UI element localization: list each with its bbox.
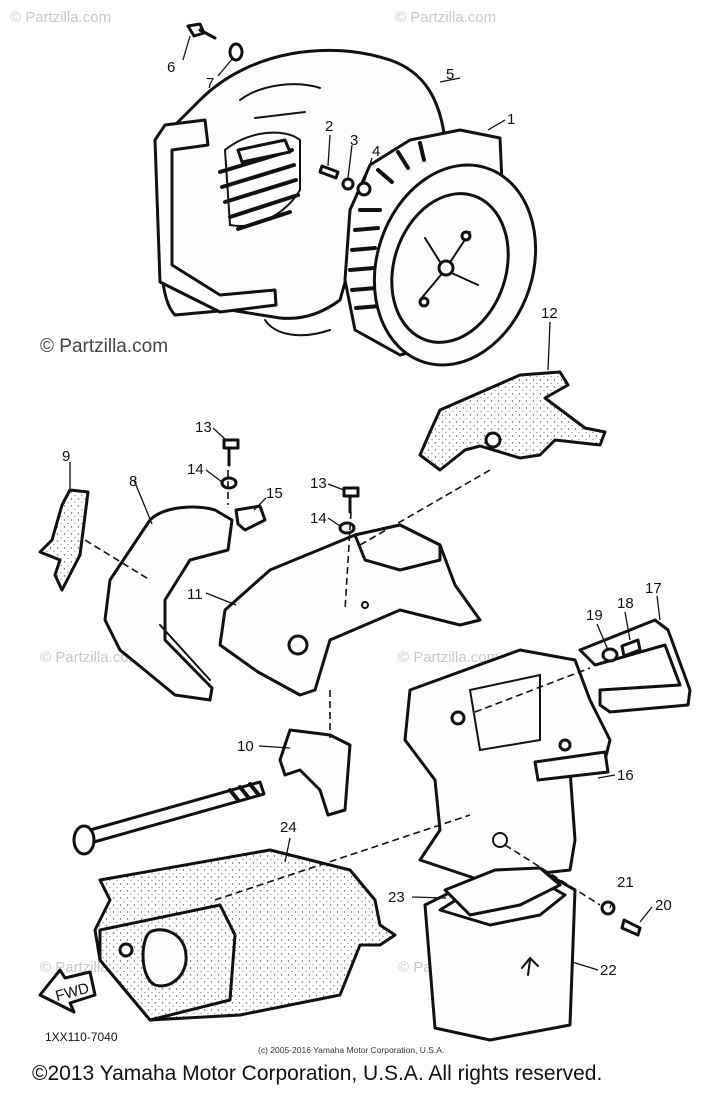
drawing-code: 1XX110-7040: [45, 1030, 118, 1044]
callout-11: 11: [187, 586, 203, 603]
assembly-leaders: [84, 469, 601, 906]
part-10-bracket: [278, 728, 352, 817]
callout-17: 17: [645, 580, 662, 597]
part-8-side-cover: [103, 505, 234, 702]
callout-15: 15: [266, 485, 283, 502]
part-16-cylinder-shroud: [403, 648, 612, 882]
watermark-top-right: © Partzilla.com: [395, 9, 496, 26]
callout-1: 1: [507, 111, 515, 128]
callout-23: 23: [388, 889, 405, 906]
callout-21: 21: [617, 874, 634, 891]
part-9-cover: [38, 488, 90, 592]
part-1-flywheel-fan: [343, 128, 538, 367]
callout-13-second: 13: [310, 475, 327, 492]
callout-18: 18: [617, 595, 634, 612]
callout-lines: [69, 35, 661, 971]
callout-7: 7: [206, 75, 214, 92]
watermark-mid-left: © Partzilla.com: [40, 649, 141, 666]
callout-6: 6: [167, 59, 175, 76]
callout-16: 16: [617, 767, 634, 784]
part-12-plate: [418, 370, 607, 472]
callout-22: 22: [600, 962, 617, 979]
long-bolt: [72, 780, 266, 856]
callout-13: 13: [195, 419, 212, 436]
callout-14: 14: [187, 461, 204, 478]
watermark-mid-right: © Partzilla.com: [398, 649, 499, 666]
callout-10: 10: [237, 738, 254, 755]
hardware-top: [186, 22, 372, 197]
fwd-arrow: FWD: [38, 968, 97, 1014]
callout-2: 2: [325, 118, 333, 135]
callout-3: 3: [350, 132, 358, 149]
callout-12: 12: [541, 305, 558, 322]
hardware-fasteners: [220, 438, 642, 937]
part-17-handle: [578, 618, 692, 714]
callout-5: 5: [446, 66, 454, 83]
callout-14-second: 14: [310, 510, 327, 527]
callout-labels: 1 2 3 4 5 6 7 8 9 10 11 12 13 14 15 16 1…: [62, 59, 672, 979]
part-11-main-cover: [218, 523, 482, 697]
callout-20: 20: [655, 897, 672, 914]
callout-19: 19: [586, 607, 603, 624]
callout-8: 8: [129, 473, 137, 490]
copyright-notice: ©2013 Yamaha Motor Corporation, U.S.A. A…: [32, 1062, 603, 1085]
watermark-left: © Partzilla.com: [40, 336, 168, 357]
callout-4: 4: [372, 143, 380, 160]
small-copyright: (c) 2005-2016 Yamaha Motor Corporation, …: [258, 1045, 445, 1055]
watermark-top-left: © Partzilla.com: [10, 9, 111, 26]
callout-24: 24: [280, 819, 297, 836]
part-23-gasket: [443, 866, 562, 917]
callout-9: 9: [62, 448, 70, 465]
